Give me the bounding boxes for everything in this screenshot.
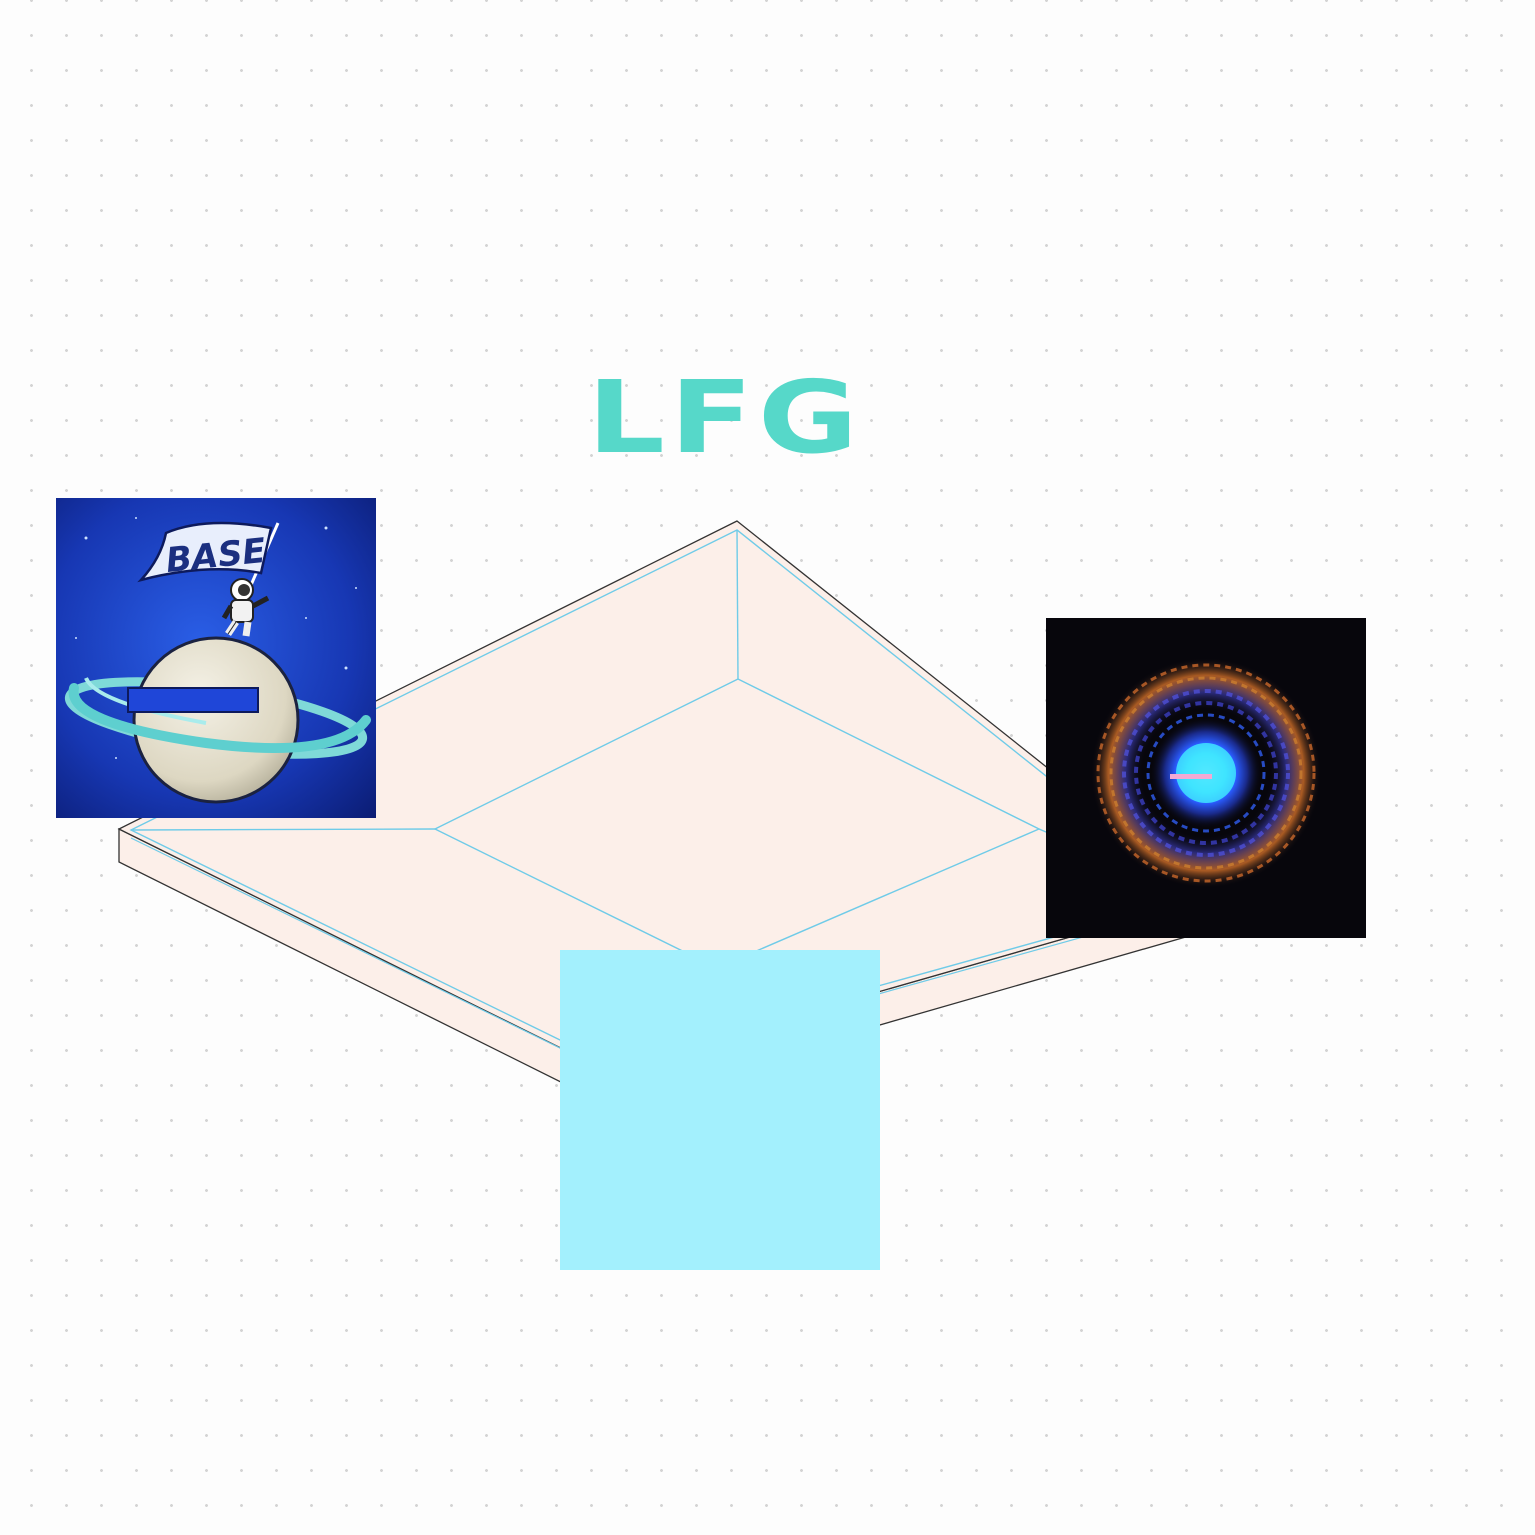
cyan-square-card[interactable] bbox=[560, 950, 880, 1270]
base-astronaut-planet-icon: BASE bbox=[56, 498, 376, 818]
orb-tunnel-card[interactable] bbox=[1046, 618, 1366, 938]
base-astronaut-card[interactable]: BASE bbox=[56, 498, 376, 818]
astronaut-figure bbox=[221, 578, 270, 637]
headline-text: LFG bbox=[587, 359, 863, 476]
cyan-square-tile bbox=[560, 950, 880, 1270]
glowing-orb-tunnel-icon bbox=[1046, 618, 1366, 938]
